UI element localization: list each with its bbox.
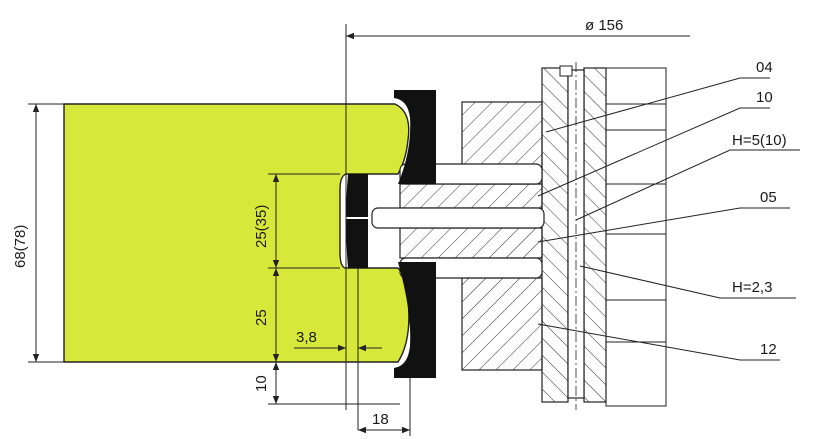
callout-h510: H=5(10) <box>732 132 787 149</box>
hub-left <box>541 67 569 403</box>
leader-h23 <box>579 265 796 299</box>
dimension-knife-offset: 3,8 <box>296 329 317 346</box>
screw-head <box>559 65 573 77</box>
callout-05: 05 <box>760 189 777 206</box>
leader-12 <box>537 323 780 361</box>
knife-middle <box>346 174 368 268</box>
dimension-lower-height: 25 <box>253 309 270 326</box>
callout-h23: H=2,3 <box>732 279 772 296</box>
dimension-bottom-offset: 10 <box>253 375 270 392</box>
callout-04: 04 <box>756 59 773 76</box>
callout-12: 12 <box>760 341 777 358</box>
cutter-body-lower <box>461 277 543 371</box>
cutter-body-spacer <box>399 183 543 209</box>
knife-bottom <box>394 262 436 378</box>
dimension-total-height: 68(78) <box>12 225 29 268</box>
pin-upper <box>371 207 545 229</box>
callout-10: 10 <box>756 89 773 106</box>
knife-top <box>394 90 436 184</box>
leader-05 <box>537 207 790 243</box>
arbor-plate <box>605 67 667 407</box>
dimension-diameter: ø 156 <box>585 17 623 34</box>
leader-10 <box>537 107 770 197</box>
cutter-body-mid <box>399 227 543 259</box>
leader-h510 <box>575 149 800 221</box>
leader-04 <box>545 77 770 133</box>
dimension-profile-height: 25(35) <box>253 205 270 248</box>
dimension-knife-width: 18 <box>372 411 389 428</box>
